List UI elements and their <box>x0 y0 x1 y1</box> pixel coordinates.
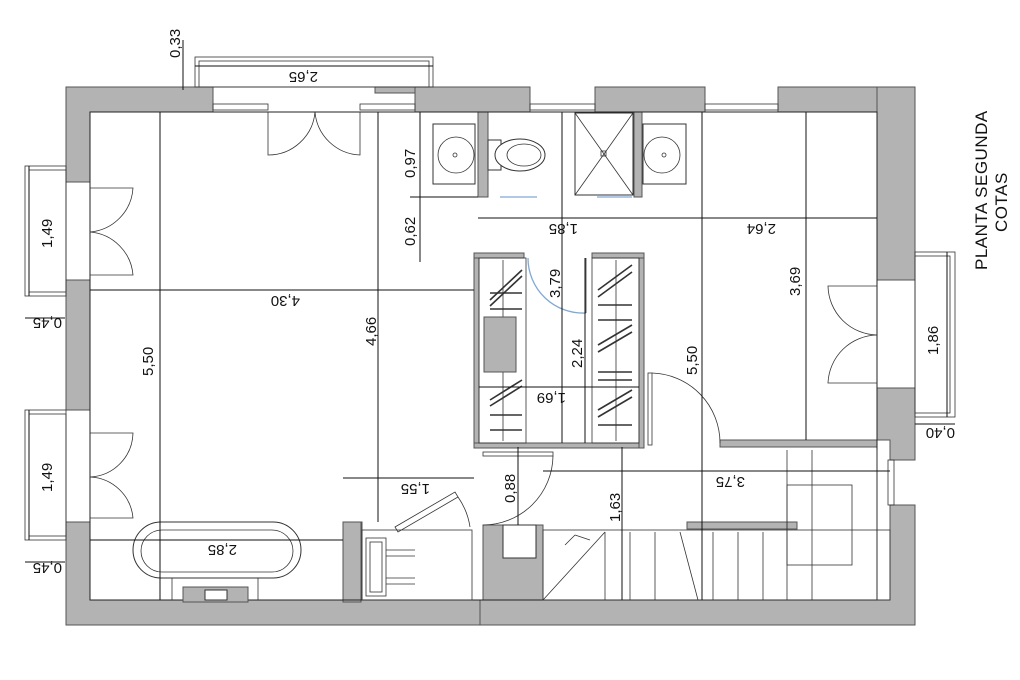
door-utility <box>394 491 471 533</box>
windows <box>212 103 895 506</box>
dim-stair-landing-width: 3,75 <box>716 473 745 490</box>
dim-left-balcony-top-width: 1,49 <box>39 219 56 248</box>
dim-right-balcony-width: 1,86 <box>925 326 942 355</box>
bathtub <box>132 521 302 603</box>
dim-left-balcony-bottom-depth: 0,45 <box>33 559 62 576</box>
door-bedroom <box>647 372 721 446</box>
toilet <box>487 138 546 172</box>
balcony-right <box>914 251 956 418</box>
dim-main-room-height-inner: 4,66 <box>363 317 380 346</box>
dim-hall-door-depth: 0,88 <box>502 474 519 503</box>
staircase <box>502 450 891 601</box>
dim-top-balcony-depth: 0,33 <box>167 29 184 58</box>
dim-closet-inner-height: 2,24 <box>569 339 586 368</box>
dim-bedroom-height-right: 3,69 <box>787 267 804 296</box>
sink-right <box>642 123 687 185</box>
dim-bath-vanity-depth: 0,97 <box>402 149 419 178</box>
dimension-labels: 0,33 2,65 1,49 0,45 1,49 0,45 5,50 4,30 … <box>33 29 955 576</box>
balcony-top <box>194 56 434 88</box>
dim-stair-depth: 1,63 <box>607 493 624 522</box>
dim-bedroom-width: 2,64 <box>747 220 776 237</box>
door-right-double <box>827 285 878 384</box>
dim-closet-width: 1,69 <box>537 389 566 406</box>
dim-main-room-height-left: 5,50 <box>140 347 157 376</box>
plan-title: PLANTA SEGUNDA COTAS <box>972 110 1011 270</box>
title-line-1: PLANTA SEGUNDA <box>972 110 991 270</box>
dim-left-balcony-top-depth: 0,45 <box>33 314 62 331</box>
utility-equipment <box>361 529 473 601</box>
sink-left <box>432 123 476 185</box>
door-left-bottom-double <box>89 432 134 519</box>
shower-tray <box>574 112 634 196</box>
door-closet <box>527 257 587 314</box>
dim-main-room-width: 4,30 <box>271 292 300 309</box>
dimension-lines <box>25 40 955 600</box>
dim-top-balcony-width: 2,65 <box>289 68 318 85</box>
title-line-2: COTAS <box>992 172 1011 232</box>
dim-utility-width: 1,55 <box>401 480 430 497</box>
door-left-top-double <box>89 187 134 276</box>
dim-bath-width: 1,85 <box>549 220 578 237</box>
dim-bath-passage-depth: 0,62 <box>402 217 419 246</box>
closet-wardrobe <box>478 257 640 444</box>
door-top-double <box>267 111 361 156</box>
dim-bathtub-width: 2,85 <box>208 541 237 558</box>
dim-left-balcony-bottom-width: 1,49 <box>39 463 56 492</box>
dim-bedroom-height-full: 5,50 <box>684 346 701 375</box>
dim-right-balcony-depth: 0,40 <box>926 424 955 441</box>
dim-closet-height: 3,79 <box>547 269 564 298</box>
